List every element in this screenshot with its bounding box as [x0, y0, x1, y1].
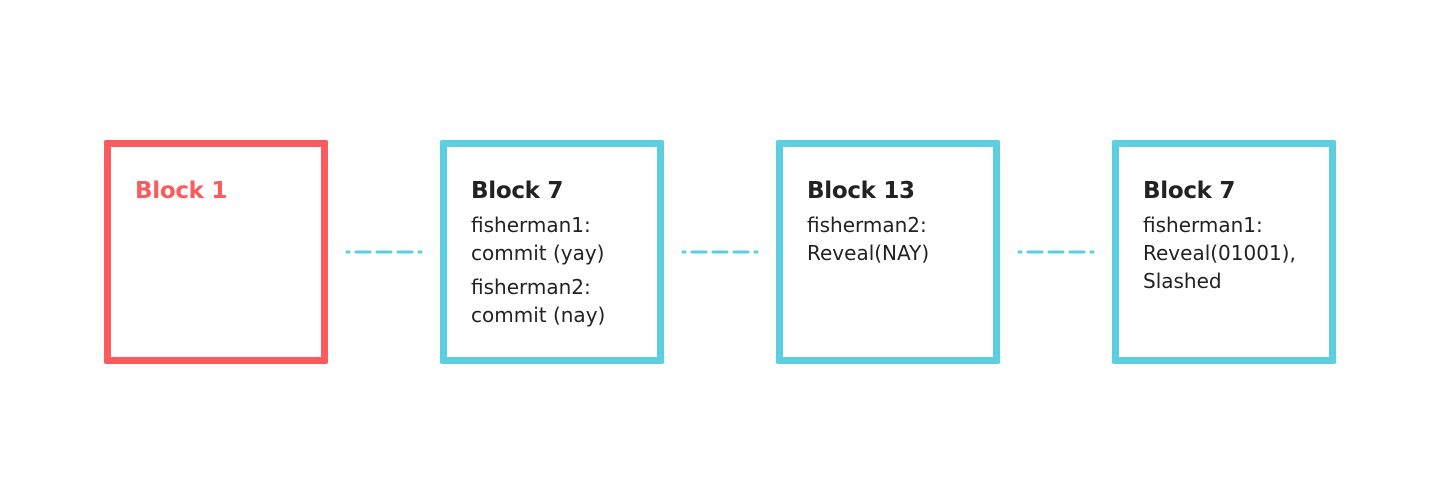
block-entry: fisherman1: Reveal(01001), Slashed [1143, 211, 1329, 295]
block-title: Block 13 [807, 178, 915, 204]
block-title: Block 7 [471, 178, 564, 204]
block-title: Block 1 [135, 178, 228, 204]
entry-line: Slashed [1143, 269, 1222, 293]
entry-line: Reveal(01001), [1143, 241, 1296, 265]
block-card-1: Block 1 [104, 140, 328, 364]
block-card-3: Block 13 fisherman2: Reveal(NAY) [776, 140, 1000, 364]
entry-line: fisherman2: [807, 213, 927, 237]
block-entry: fisherman1: commit (yay) [471, 211, 657, 267]
dashed-connector [681, 250, 759, 254]
entry-line: commit (nay) [471, 303, 606, 327]
dashed-connector [345, 250, 423, 254]
block-entry: fisherman2: Reveal(NAY) [807, 211, 993, 267]
block-title: Block 7 [1143, 178, 1236, 204]
entry-line: fisherman1: [1143, 213, 1263, 237]
entry-line: Reveal(NAY) [807, 241, 930, 265]
block-entry: fisherman2: commit (nay) [471, 273, 657, 329]
entry-line: fisherman1: [471, 213, 591, 237]
entry-line: commit (yay) [471, 241, 605, 265]
block-card-4: Block 7 fisherman1: Reveal(01001), Slash… [1112, 140, 1336, 364]
entry-line: fisherman2: [471, 275, 591, 299]
dashed-connector [1017, 250, 1095, 254]
block-card-2: Block 7 fisherman1: commit (yay) fisherm… [440, 140, 664, 364]
